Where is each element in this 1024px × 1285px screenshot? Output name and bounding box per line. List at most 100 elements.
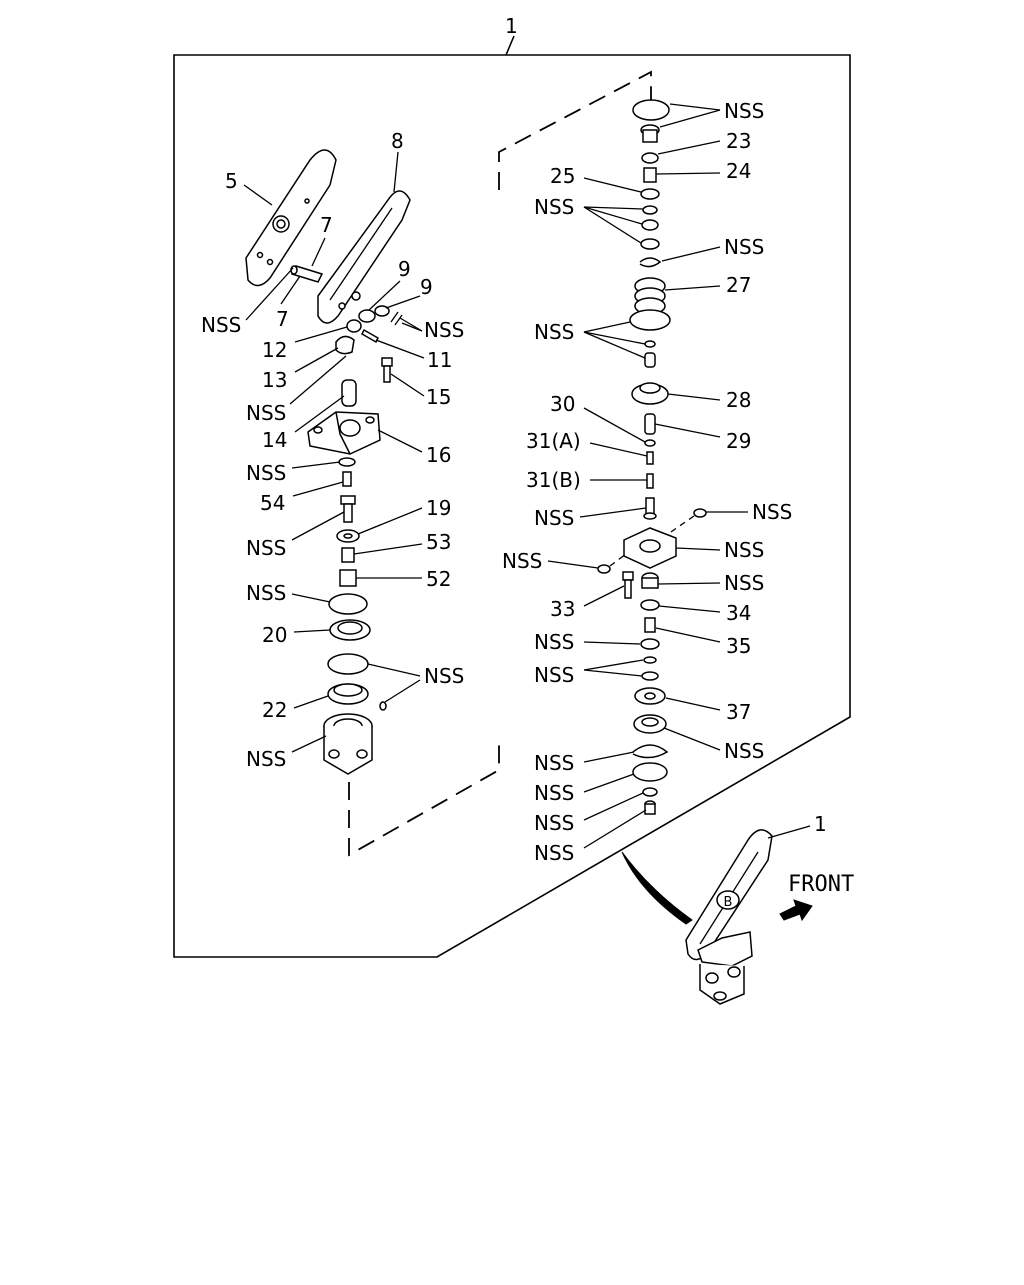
oring-nss-side-right (693, 508, 707, 518)
disc-nss (632, 762, 668, 782)
label-nss-cotter: NSS (424, 318, 464, 342)
label-9-first: 9 (398, 257, 411, 281)
label-29: 29 (726, 429, 751, 453)
front-label: FRONT (788, 872, 854, 897)
label-nss-14: NSS (246, 401, 286, 425)
washer-23 (641, 152, 659, 164)
label-34: 34 (726, 601, 751, 625)
snap-ring-nss (639, 257, 662, 268)
label-27: 27 (726, 273, 751, 297)
stem-29 (644, 413, 656, 435)
label-nss-cap-right: NSS (724, 571, 764, 595)
bolt-nss-right (643, 497, 657, 520)
assembly-frame (173, 54, 851, 958)
piston-28 (631, 382, 669, 405)
spring-31a (646, 451, 654, 465)
spring-53 (341, 547, 355, 563)
label-24: 24 (726, 159, 751, 183)
pin-nss (644, 352, 656, 368)
label-8: 8 (391, 129, 404, 153)
label-nss-16: NSS (246, 461, 286, 485)
label-nss-washer-r4: NSS (534, 630, 574, 654)
label-25: 25 (550, 164, 575, 188)
pedal-plate-5 (245, 149, 337, 287)
label-15: 15 (426, 385, 451, 409)
label-9-second: 9 (420, 275, 433, 299)
label-22: 22 (262, 698, 287, 722)
label-nss-pin: NSS (201, 313, 241, 337)
spring-52 (339, 569, 357, 587)
spring-27 (634, 277, 666, 315)
oring-nss-r1 (642, 205, 658, 215)
label-nss-oring-2: NSS (424, 664, 464, 688)
front-arrow-icon (779, 899, 813, 922)
label-16: 16 (426, 443, 451, 467)
assembly-pointer (621, 851, 693, 925)
spring-35 (644, 617, 656, 633)
plug-nss-left (379, 701, 387, 711)
label-5: 5 (225, 169, 238, 193)
label-nss-orings-r: NSS (534, 195, 574, 219)
ring-22 (327, 683, 369, 705)
label-nss-side-oring-r: NSS (752, 500, 792, 524)
seat-37 (634, 687, 666, 705)
label-nss-orings-r56: NSS (534, 663, 574, 687)
label-nss-washer-bottom: NSS (534, 811, 574, 835)
label-12: 12 (262, 338, 287, 362)
oring-nss-r6 (641, 671, 659, 681)
oring-nss-16 (338, 457, 356, 467)
oring-top-nss (632, 99, 670, 121)
washer-nss-r4 (640, 638, 660, 650)
label-13: 13 (262, 368, 287, 392)
label-7-top: 7 (320, 213, 333, 237)
oring-small-nss (644, 340, 656, 348)
oring-nss-r3 (640, 238, 660, 250)
label-nss-snap-lower: NSS (534, 751, 574, 775)
washer-nss-bottom (642, 787, 658, 797)
label-nss-top-oring: NSS (724, 99, 764, 123)
plug-nss-top (640, 124, 660, 143)
oring-nss-r5 (643, 656, 657, 664)
label-nss-plug-bottom: NSS (534, 841, 574, 865)
pedal-lever-8 (317, 190, 411, 324)
label-20: 20 (262, 623, 287, 647)
label-11: 11 (427, 348, 452, 372)
label-nss-large-oring: NSS (534, 320, 574, 344)
label-nss-valve-body-mid: NSS (724, 538, 764, 562)
label-assembly-1-small: 1 (814, 812, 827, 836)
label-assembly-1: 1 (505, 14, 518, 38)
label-nss-right-bolt: NSS (534, 506, 574, 530)
washer-25 (640, 188, 660, 200)
plunger-14 (341, 379, 357, 407)
washer-34 (640, 599, 660, 611)
label-nss-bolt: NSS (246, 536, 286, 560)
spring-24 (643, 167, 657, 183)
cap-nss-right (641, 572, 659, 589)
label-35: 35 (726, 634, 751, 658)
label-nss-snap-ring: NSS (724, 235, 764, 259)
retainer-nss (633, 714, 667, 734)
label-31b: 31(B) (526, 468, 581, 492)
dash-connector-top (498, 70, 652, 190)
label-nss-disc: NSS (534, 781, 574, 805)
label-33: 33 (550, 597, 575, 621)
pedal-mark: B (724, 895, 733, 910)
valve-body-middle (623, 527, 677, 569)
label-54: 54 (260, 491, 285, 515)
pin-11 (361, 328, 379, 344)
oring-large-nss (629, 309, 671, 331)
label-7-bottom: 7 (276, 307, 289, 331)
label-28: 28 (726, 388, 751, 412)
cotter-pin (390, 311, 403, 326)
bolt-15 (381, 357, 393, 383)
cap-13 (335, 335, 355, 355)
washer-9a (358, 309, 376, 323)
label-14: 14 (262, 428, 287, 452)
snap-ring-nss-lower (632, 744, 669, 759)
oring-nss-left-1 (328, 593, 368, 615)
assembled-pedal-valve: B (685, 829, 773, 1005)
label-nss-side-oring-l: NSS (502, 549, 542, 573)
label-53: 53 (426, 530, 451, 554)
